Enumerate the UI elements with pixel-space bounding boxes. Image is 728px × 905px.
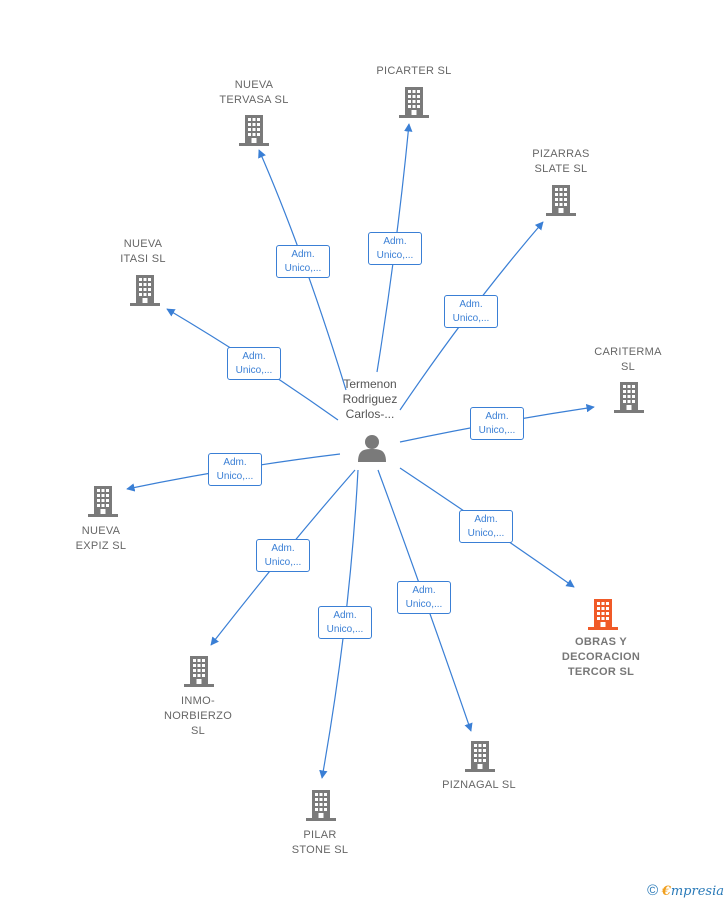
brand-logo-initial: €	[661, 884, 671, 899]
role-label-box[interactable]: Adm. Unico,...	[470, 407, 524, 440]
role-label-box[interactable]: Adm. Unico,...	[318, 606, 372, 639]
role-label-box[interactable]: Adm. Unico,...	[276, 245, 330, 278]
company-label-nueva-expiz[interactable]: NUEVA EXPIZ SL	[75, 525, 127, 552]
person-icon[interactable]	[358, 435, 386, 462]
role-label-box[interactable]: Adm. Unico,...	[444, 295, 498, 328]
company-label-pizarras-slate[interactable]: PIZARRAS SLATE SL	[532, 148, 590, 175]
building-icon[interactable]	[130, 275, 160, 306]
building-icon[interactable]	[465, 741, 495, 772]
role-label-box[interactable]: Adm. Unico,...	[256, 539, 310, 572]
company-label-picarter[interactable]: PICARTER SL	[376, 65, 452, 77]
copyright-icon: ©	[647, 882, 659, 899]
building-icon[interactable]	[239, 115, 269, 146]
person-name-label[interactable]: Termenon Rodriguez Carlos-...	[342, 377, 398, 421]
role-label-box[interactable]: Adm. Unico,...	[208, 453, 262, 486]
building-icon[interactable]	[399, 87, 429, 118]
building-icon[interactable]	[614, 382, 644, 413]
role-label-box[interactable]: Adm. Unico,...	[368, 232, 422, 265]
building-icon[interactable]	[88, 486, 118, 517]
company-label-inmo-norbierzo[interactable]: INMO- NORBIERZO SL	[163, 695, 233, 737]
company-label-nueva-tervasa[interactable]: NUEVA TERVASA SL	[219, 79, 289, 106]
brand-watermark: © €mpresia	[647, 882, 724, 899]
company-label-piznagal[interactable]: PIZNAGAL SL	[442, 779, 516, 791]
company-label-nueva-itasi[interactable]: NUEVA ITASI SL	[120, 238, 166, 265]
company-label-obras-decoracion-tercor[interactable]: OBRAS Y DECORACION TERCOR SL	[561, 636, 641, 678]
role-label-box[interactable]: Adm. Unico,...	[397, 581, 451, 614]
building-icon[interactable]	[546, 185, 576, 216]
building-icon[interactable]	[184, 656, 214, 687]
role-label-box[interactable]: Adm. Unico,...	[459, 510, 513, 543]
role-label-box[interactable]: Adm. Unico,...	[227, 347, 281, 380]
company-label-cariterma[interactable]: CARITERMA SL	[594, 346, 662, 373]
building-icon[interactable]	[588, 599, 618, 630]
brand-name: mpresia	[670, 884, 724, 899]
company-label-pilar-stone[interactable]: PILAR STONE SL	[291, 829, 349, 856]
building-icon[interactable]	[306, 790, 336, 821]
